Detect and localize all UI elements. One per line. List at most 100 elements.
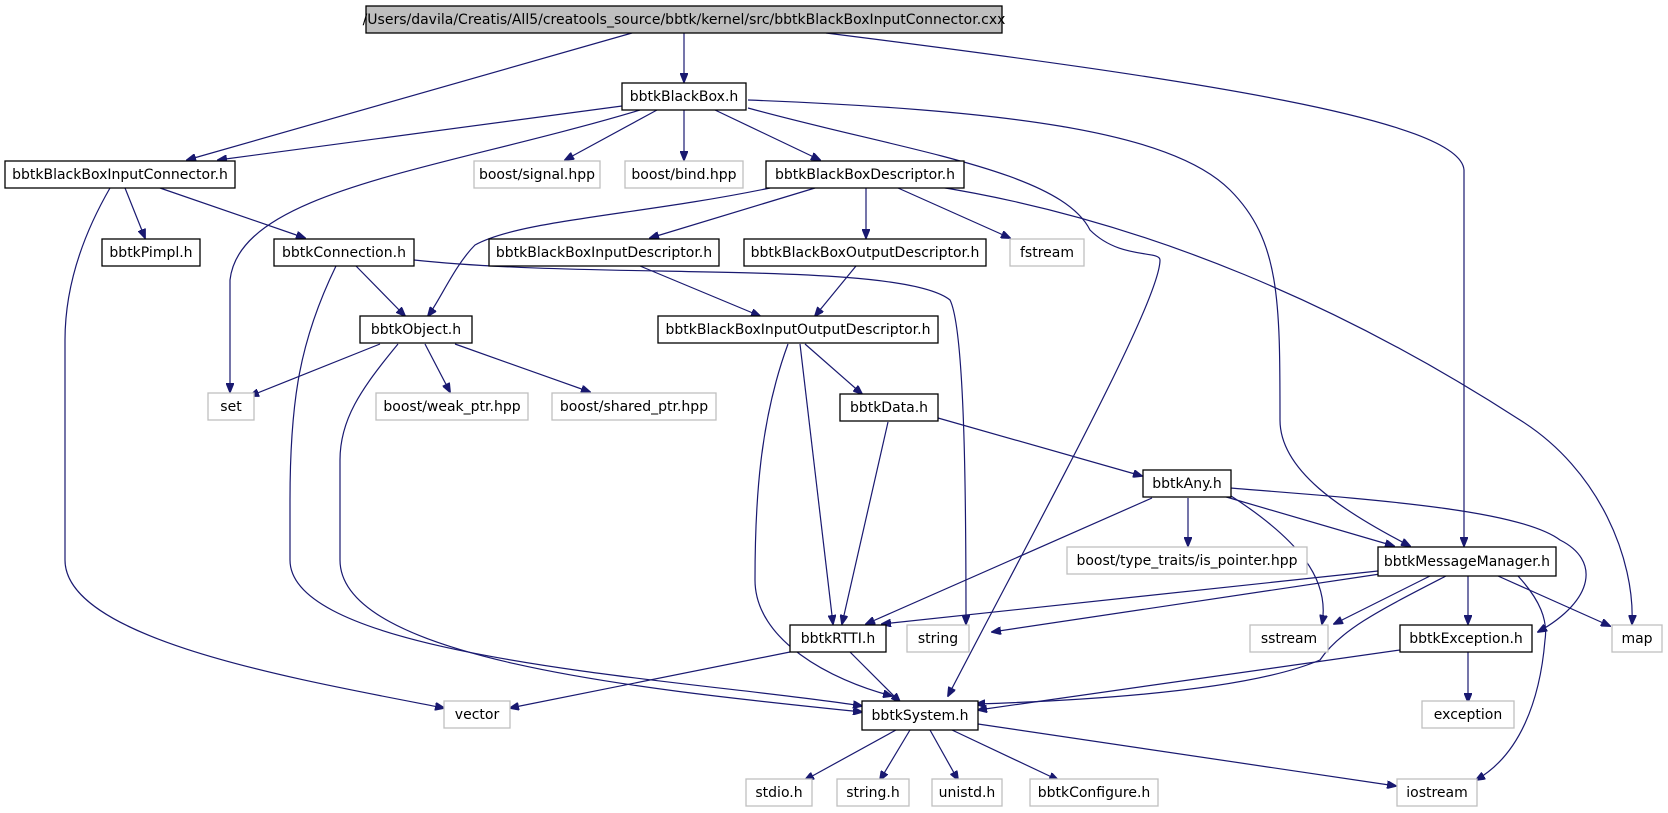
edge-system-stringh [880,729,911,780]
node-bbtkBlackBoxInputConnector[interactable]: bbtkBlackBoxInputConnector.h [4,160,236,189]
edge-object-sharedptr [454,343,590,392]
node-root-file: /Users/davila/Creatis/All5/creatools_sou… [363,5,1006,34]
edge-inputconnector-connection [159,187,305,238]
node-bbtkSystem[interactable]: bbtkSystem.h [861,700,979,731]
node-exception: exception [1421,700,1515,729]
node-iostream: iostream [1396,778,1478,807]
node-boost-weak_ptr: boost/weak_ptr.hpp [375,392,529,421]
node-boost-bind: boost/bind.hpp [624,160,744,189]
node-sstream: sstream [1249,624,1329,653]
node-map: map [1611,624,1663,653]
node-bbtkData[interactable]: bbtkData.h [839,393,939,422]
node-set: set [207,392,255,421]
node-stdio: stdio.h [745,778,813,807]
edge-descriptor-fstream [897,187,1010,238]
node-bbtkPimpl[interactable]: bbtkPimpl.h [101,238,201,267]
node-bbtkAny[interactable]: bbtkAny.h [1142,469,1232,498]
node-boost-shared_ptr: boost/shared_ptr.hpp [551,392,717,421]
edge-object-set [250,343,381,396]
svg-text:boost/bind.hpp: boost/bind.hpp [631,167,736,183]
node-boost-type_traits-is_pointer: boost/type_traits/is_pointer.hpp [1066,546,1308,575]
svg-text:string.h: string.h [846,785,900,801]
edge-system-iostream [977,723,1396,786]
edge-object-system [339,343,862,712]
svg-text:sstream: sstream [1261,631,1317,647]
edge-root-msgmgr [825,32,1464,546]
node-bbtkBlackBoxInputOutputDescriptor[interactable]: bbtkBlackBoxInputOutputDescriptor.h [657,315,939,344]
edge-blackbox-descriptor [714,109,820,160]
node-string: string [906,624,970,653]
node-vector: vector [443,700,511,729]
node-bbtkConnection[interactable]: bbtkConnection.h [273,238,415,267]
node-bbtkObject[interactable]: bbtkObject.h [359,315,473,344]
svg-text:bbtkBlackBox.h: bbtkBlackBox.h [630,89,739,105]
edge-blackbox-system [747,107,1161,696]
edge-iodesc-rtti [799,343,833,624]
node-bbtkException[interactable]: bbtkException.h [1399,624,1533,653]
node-bbtkBlackBox[interactable]: bbtkBlackBox.h [621,82,747,111]
svg-text:set: set [220,399,242,415]
edge-system-unistd [929,729,958,780]
edge-any-msgmgr [1215,493,1394,546]
svg-text:bbtkBlackBoxOutputDescriptor.h: bbtkBlackBoxOutputDescriptor.h [751,245,980,261]
edges [64,32,1632,786]
edge-any-rtti [866,497,1153,624]
svg-text:stdio.h: stdio.h [755,785,802,801]
edge-inputconnector-pimpl [124,187,145,238]
svg-text:bbtkConnection.h: bbtkConnection.h [282,245,406,261]
svg-text:string: string [918,631,958,647]
svg-text:iostream: iostream [1406,785,1468,801]
edge-system-stdio [805,729,897,780]
edge-blackbox-signal [565,109,658,160]
svg-text:bbtkException.h: bbtkException.h [1409,631,1523,647]
svg-text:boost/weak_ptr.hpp: boost/weak_ptr.hpp [383,399,520,415]
svg-text:exception: exception [1434,707,1502,723]
edge-data-any [937,417,1142,476]
edge-msgmgr-sstream [1334,575,1431,624]
svg-text:/Users/davila/Creatis/All5/cre: /Users/davila/Creatis/All5/creatools_sou… [363,12,1006,28]
edge-msgmgr-rtti [882,570,1379,624]
node-bbtkRTTI[interactable]: bbtkRTTI.h [789,624,887,653]
edge-connection-string [413,259,966,624]
node-bbtkMessageManager[interactable]: bbtkMessageManager.h [1377,546,1557,577]
node-string-h: string.h [836,778,910,807]
svg-text:boost/shared_ptr.hpp: boost/shared_ptr.hpp [560,399,708,415]
node-bbtkBlackBoxInputDescriptor[interactable]: bbtkBlackBoxInputDescriptor.h [488,238,720,267]
svg-text:bbtkSystem.h: bbtkSystem.h [872,708,969,724]
edge-blackbox-msgmgr [747,99,1410,546]
edge-system-configure [951,729,1058,780]
edge-descriptor-inputdesc [650,187,816,238]
svg-text:map: map [1621,631,1652,647]
svg-text:bbtkAny.h: bbtkAny.h [1152,476,1221,492]
svg-text:fstream: fstream [1020,245,1074,261]
edge-connection-system [289,265,862,706]
edge-connection-object [355,265,405,316]
nodes: /Users/davila/Creatis/All5/creatools_sou… [4,5,1663,807]
node-unistd: unistd.h [931,778,1003,807]
svg-text:bbtkData.h: bbtkData.h [850,400,928,416]
edge-rtti-vector [510,651,791,708]
edge-data-rtti [842,421,889,624]
edge-msgmgr-iostream [1476,575,1547,780]
svg-text:bbtkBlackBoxInputOutputDescrip: bbtkBlackBoxInputOutputDescriptor.h [666,322,931,338]
node-boost-signal: boost/signal.hpp [473,160,601,189]
svg-text:vector: vector [455,707,500,723]
edge-descriptor-map [932,185,1632,624]
edge-msgmgr-map [1497,575,1610,626]
svg-text:unistd.h: unistd.h [939,785,996,801]
edge-iodesc-data [804,343,862,394]
edge-rtti-system [849,651,900,702]
edge-root-inputconnector [187,32,633,160]
svg-text:bbtkBlackBoxDescriptor.h: bbtkBlackBoxDescriptor.h [775,167,955,183]
edge-blackbox-set [230,109,641,392]
svg-text:boost/signal.hpp: boost/signal.hpp [479,167,595,183]
svg-text:bbtkBlackBoxInputDescriptor.h: bbtkBlackBoxInputDescriptor.h [496,245,712,261]
node-bbtkBlackBoxDescriptor[interactable]: bbtkBlackBoxDescriptor.h [765,160,965,189]
svg-text:bbtkMessageManager.h: bbtkMessageManager.h [1384,554,1550,570]
edge-object-weakptr [424,343,450,392]
edge-msgmgr-string [992,573,1381,632]
edge-inputdesc-iodesc [639,265,760,316]
svg-text:bbtkConfigure.h: bbtkConfigure.h [1038,785,1151,801]
node-bbtkBlackBoxOutputDescriptor[interactable]: bbtkBlackBoxOutputDescriptor.h [743,238,987,267]
